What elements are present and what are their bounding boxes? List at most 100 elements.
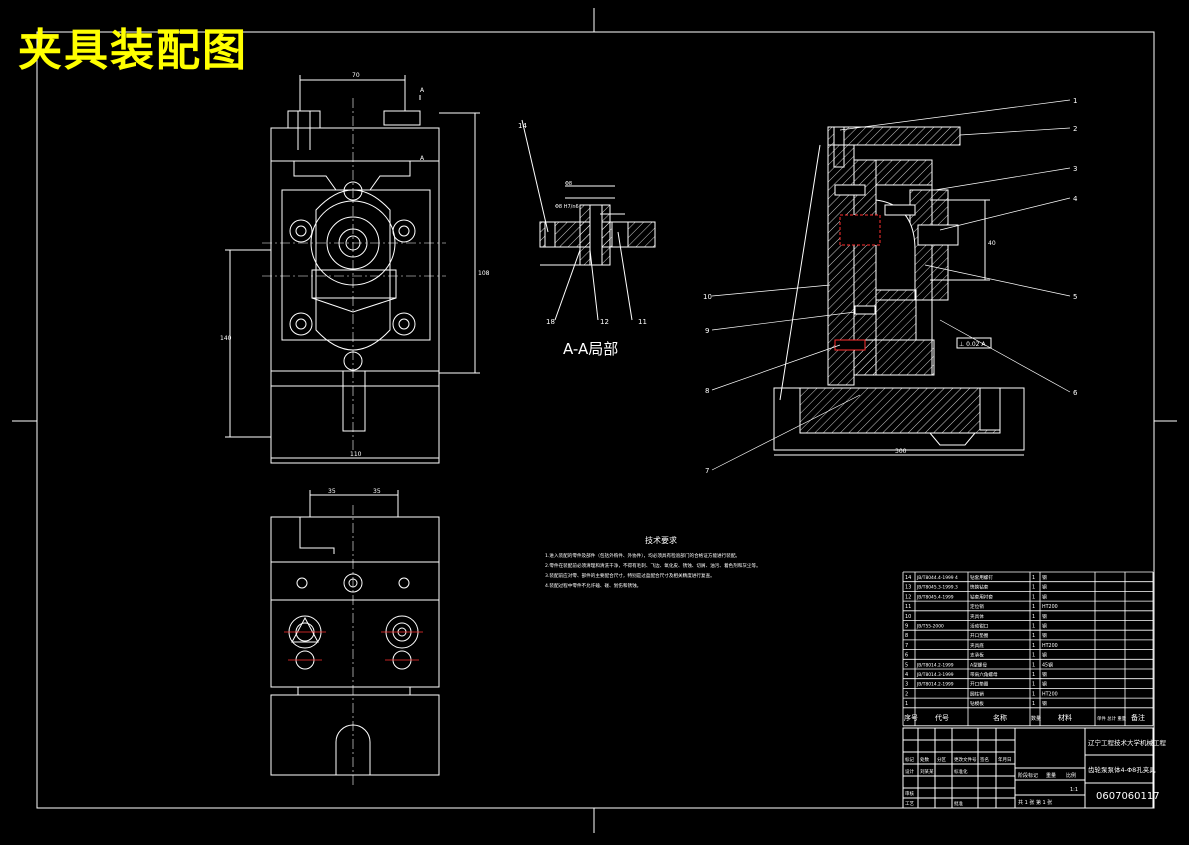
bom-cell-no: 13 (905, 585, 911, 591)
side-section-view: 300 40 ⊥ 0.02 A (773, 126, 1025, 456)
callout-1: 1 (1073, 97, 1077, 105)
side-callouts: 1 2 3 4 5 6 7 8 9 10 (703, 97, 1078, 475)
bom-header-qty: 数量 (1031, 715, 1041, 722)
bom-cell-name: 开口垫圈 (970, 632, 989, 639)
sheet-frame (12, 8, 1177, 833)
bom-cell-code: JB/T55-2000 (916, 624, 944, 630)
bom-cell-no: 2 (905, 691, 908, 697)
sign-label-count: 处数 (920, 756, 929, 763)
sheet-count: 共 1 张 第 1 张 (1018, 799, 1052, 806)
designer-name: 刘某某 (920, 768, 934, 775)
svg-text:35: 35 (328, 488, 336, 495)
scale-value: 1:1 (1070, 787, 1078, 793)
bom-cell-no: 12 (905, 594, 911, 600)
bom-cell-material: HT200 (1042, 691, 1058, 697)
bom-cell-material: 钢 (1042, 593, 1047, 600)
callout-9: 9 (705, 327, 709, 335)
drawing-number: 0607060117 (1096, 791, 1160, 802)
bom-cell-material: 钢 (1042, 623, 1047, 630)
bom-cell-name: 定位销 (970, 603, 984, 610)
bom-cell-no: 5 (905, 662, 908, 668)
bom-cell-no: 10 (905, 614, 911, 620)
bom-header-code: 代号 (935, 713, 949, 722)
bom-header-material: 材料 (1058, 713, 1072, 722)
section-title: A-A局部 (563, 340, 618, 358)
bom-cell-material: 钢 (1042, 584, 1047, 591)
bom-cell-no: 4 (905, 672, 908, 678)
bom-header-no: 序号 (904, 713, 918, 722)
bom-cell-material: 钢 (1042, 681, 1047, 688)
bom-cell-name: 圆柱销 (970, 690, 984, 697)
section-callouts: 14 18 12 11 A-A局部 (518, 122, 647, 358)
bom-cell-material: 45钢 (1042, 661, 1053, 668)
title-block-text: 辽宁工程技术大学机械工程 齿轮泵泵体4-Φ8孔夹具 0607060117 阶段标… (905, 738, 1167, 807)
bom-cell-no: 3 (905, 682, 908, 688)
svg-text:35: 35 (373, 488, 381, 495)
bom-cell-qty: 1 (1032, 604, 1035, 610)
bom-cell-name: 支承板 (970, 652, 984, 659)
tech-requirements: 技术要求 1.进入装配的零件及部件（包括外购件、外协件），均必须具有检验部门的合… (545, 535, 761, 589)
svg-text:40: 40 (988, 240, 996, 247)
bom-cell-material: HT200 (1042, 643, 1058, 649)
approve-label: 批准 (954, 800, 963, 807)
bom-cell-name: 带肩六角螺母 (970, 671, 998, 678)
company-name: 辽宁工程技术大学机械工程 (1088, 738, 1167, 747)
bom-cell-name: 夹具体 (970, 613, 984, 620)
bom-cell-no: 8 (905, 633, 908, 639)
bom-cell-qty: 1 (1032, 653, 1035, 659)
tolerance-frame: ⊥ 0.02 A (959, 341, 986, 348)
scale-label: 比例 (1066, 772, 1076, 779)
bom-cell-qty: 1 (1032, 594, 1035, 600)
bom-cell-material: 钢 (1042, 671, 1047, 678)
callout-5: 5 (1073, 293, 1077, 301)
bom-header-remark: 备注 (1131, 713, 1145, 722)
bom-cell-name: 活动钳口 (970, 623, 989, 630)
tech-req-line: 3.装配前应对零、部件的主要配合尺寸，特别是过盈配合尺寸及相关精度进行复查。 (545, 572, 715, 579)
bom-cell-code: JB/T8014.2-1999 (916, 662, 954, 668)
bom-cell-material: 钢 (1042, 700, 1047, 707)
bom-cell-name: A型螺母 (970, 661, 987, 668)
tech-req-title: 技术要求 (645, 535, 677, 545)
bom-cell-code: JB/T8045.3-1999.3 (916, 585, 958, 591)
drawing-title: 夹具装配图 (18, 25, 248, 76)
bom-cell-code: JB/T8045.4-1999 (916, 594, 954, 600)
svg-text:70: 70 (352, 72, 360, 79)
bom-cell-material: 钢 (1042, 613, 1047, 620)
callout-18: 18 (546, 318, 555, 326)
bom-cell-no: 14 (905, 575, 911, 581)
bom-cell-qty: 1 (1032, 662, 1035, 668)
callout-12: 12 (600, 318, 609, 326)
bom-cell-no: 11 (905, 604, 911, 610)
tech-req-line: 2.零件在装配前必须清理和清洗干净，不得有毛刺、飞边、氧化皮、锈蚀、切屑、油污、… (545, 562, 761, 569)
bom-cell-code: JB/T8014.2-1999 (916, 682, 954, 688)
bom-cell-qty: 1 (1032, 633, 1035, 639)
bom-cell-qty: 1 (1032, 585, 1035, 591)
bom-header-name: 名称 (993, 713, 1007, 722)
role-review: 审核 (905, 790, 914, 797)
bom-cell-name: 钻套用螺钉 (970, 574, 993, 581)
tech-req-line: 1.进入装配的零件及部件（包括外购件、外协件），均必须具有检验部门的合格证方能进… (545, 552, 740, 559)
sign-label-zone: 分区 (937, 756, 946, 763)
tech-req-line: 4.装配过程中零件不允许磕、碰、划伤和锈蚀。 (545, 582, 641, 589)
bom-cell-qty: 1 (1032, 701, 1035, 707)
top-view: 35 35 (270, 488, 440, 776)
bom-cell-qty: 1 (1032, 672, 1035, 678)
svg-text:108: 108 (478, 270, 490, 277)
bom-cell-no: 6 (905, 653, 908, 659)
callout-7: 7 (705, 467, 709, 475)
bom-cell-name: 夹具底 (970, 642, 984, 649)
sign-label-mark: 标记 (905, 756, 914, 763)
bom-cell-name: 钻模板 (970, 700, 984, 707)
svg-text:110: 110 (350, 451, 362, 458)
bom-cell-qty: 1 (1032, 575, 1035, 581)
bom-cell-code: JB/T8044.4-1999 4 (916, 575, 958, 581)
bom-cell-qty: 1 (1032, 624, 1035, 630)
svg-text:Φ8: Φ8 (565, 181, 572, 187)
bom-cell-material: 钢 (1042, 652, 1047, 659)
section-a-a: Φ8 Φ8 H7/n6 (521, 119, 656, 321)
callout-14: 14 (518, 122, 527, 130)
bom-cell-name: 快换钻套 (970, 584, 989, 591)
callout-6: 6 (1073, 389, 1078, 397)
